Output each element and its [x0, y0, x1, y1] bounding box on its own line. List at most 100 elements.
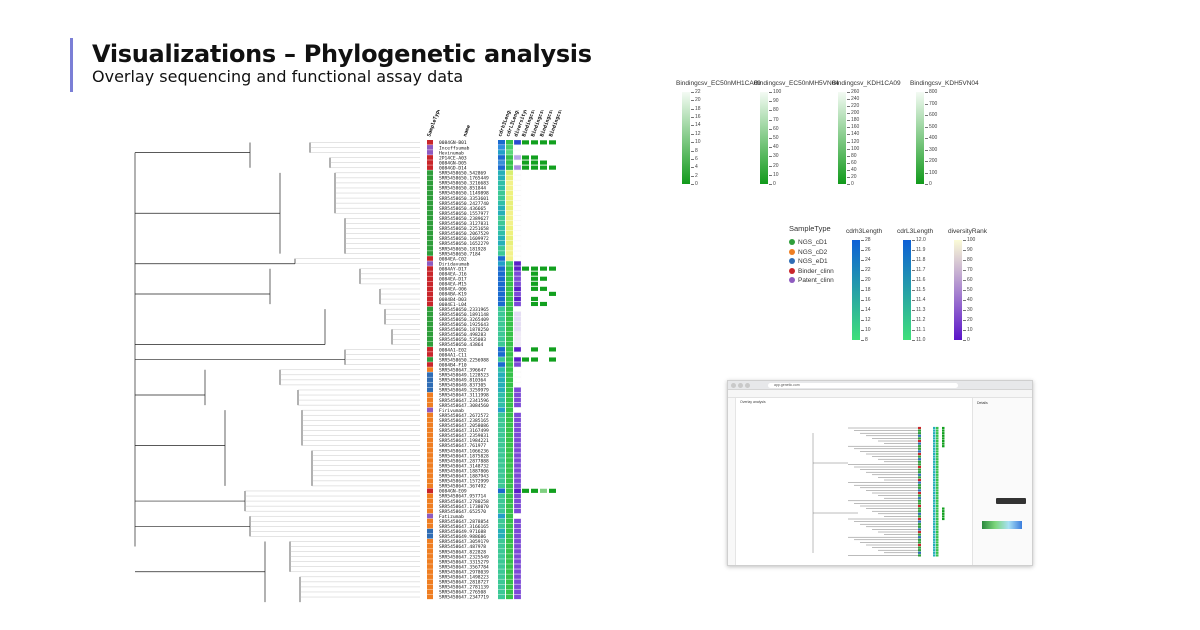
leaf-name[interactable]: SRR5458650.2067529 — [439, 231, 489, 237]
leaf-name[interactable]: SRR5458650.3265409 — [439, 317, 489, 323]
leaf-name[interactable]: 0084GN-B01 — [439, 140, 467, 146]
legend-item[interactable]: NGS_eD1 — [789, 258, 828, 265]
leaf-name[interactable]: SRR5458647.1875828 — [439, 453, 489, 459]
leaf-name[interactable]: SRR5458647.2058086 — [439, 423, 489, 429]
leaf-name[interactable]: 0084A1-C11 — [439, 352, 467, 358]
leaf-name[interactable]: SRR5458647.1738070 — [439, 504, 489, 510]
leaf-name[interactable]: 0084EA-C02 — [439, 256, 467, 262]
leaf-name[interactable]: 2P14CE-A03 — [439, 155, 467, 161]
leaf-name[interactable]: SRR5458650.3216683 — [439, 181, 489, 187]
leaf-name[interactable]: SRR5458647.1572999 — [439, 479, 489, 485]
leaf-name[interactable]: SRR5458650.542869 — [439, 171, 486, 177]
leaf-name[interactable]: SRR5458647.3148732 — [439, 463, 489, 469]
leaf-name[interactable]: SRR5458647.3567784 — [439, 564, 489, 570]
leaf-name[interactable]: SRR5458650.1557977 — [439, 211, 489, 217]
leaf-name[interactable]: SRR5458647.3084560 — [439, 403, 489, 409]
leaf-name[interactable]: SRR5458647.367492 — [439, 484, 486, 490]
legend-item[interactable]: Binder_clinn — [789, 267, 834, 275]
leaf-name[interactable]: SRR5458647.2781139 — [439, 585, 489, 591]
diversity-rank-cell — [513, 594, 522, 600]
leaf-name[interactable]: SRR5458647.1984221 — [439, 438, 489, 444]
leaf-name[interactable]: SRR5458647.2878854 — [439, 519, 489, 525]
leaf-name[interactable]: SRR5458650.7184 — [439, 251, 481, 257]
leaf-name[interactable]: SRR5458647.652570 — [439, 509, 486, 515]
leaf-name[interactable]: SRR5458647.3166165 — [439, 524, 489, 530]
leaf-name[interactable]: SRR5458647.2818727 — [439, 580, 489, 586]
leaf-name[interactable]: SRR5458650.2389627 — [439, 216, 489, 222]
leaf-name[interactable]: 0084GN-E09 — [439, 489, 467, 495]
leaf-name[interactable]: SRR5458647.3059179 — [439, 539, 489, 545]
leaf-name[interactable]: SRR5458647.761977 — [439, 443, 486, 449]
leaf-name[interactable]: SRR5458647.2347719 — [439, 595, 489, 601]
leaf-name[interactable]: SRR5458647.2672572 — [439, 413, 489, 419]
leaf-name[interactable]: Diridavumab — [439, 261, 470, 267]
leaf-name[interactable]: SRR5458650.181928 — [439, 246, 486, 252]
leaf-name[interactable]: 0084GD-D14 — [439, 165, 467, 171]
leaf-name[interactable]: SRR5458650.2427740 — [439, 201, 489, 207]
leaf-name[interactable]: SRR5458647.957714 — [439, 494, 486, 500]
colorbar-tick: 12 — [861, 317, 871, 323]
leaf-name[interactable]: SRR5458650.43864 — [439, 342, 483, 348]
leaf-name[interactable]: 0084A1-E02 — [439, 347, 467, 353]
leaf-name[interactable]: 0084GN-D05 — [439, 160, 467, 166]
leaf-name[interactable]: SRR5458647.396647 — [439, 367, 486, 373]
leaf-name[interactable]: SRR5458650.2331965 — [439, 307, 489, 313]
legend-item[interactable]: NGS_cD1 — [789, 239, 827, 246]
leaf-name[interactable]: SRR5458647.3315279 — [439, 559, 489, 565]
leaf-name[interactable]: SRR5458647.2341596 — [439, 398, 489, 404]
leaf-name[interactable]: SRR5458650.1878250 — [439, 327, 489, 333]
legend-item[interactable]: NGS_cD2 — [789, 248, 827, 256]
leaf-name[interactable]: 0084B4-D03 — [439, 297, 467, 303]
leaf-name[interactable]: SRR5458647.2978039 — [439, 569, 489, 575]
leaf-name[interactable]: SRR5458647.1066236 — [439, 448, 489, 454]
leaf-name[interactable]: SRR5458647.3111998 — [439, 393, 489, 399]
leaf-name[interactable]: 0084BA-K19 — [439, 292, 467, 298]
leaf-name[interactable]: SRR5458650.2256988 — [439, 357, 489, 363]
leaf-name[interactable]: 0084E1-L04 — [439, 302, 467, 308]
leaf-name[interactable]: SRR5458647.487978 — [439, 544, 486, 550]
leaf-name[interactable]: SRR5458650.1652279 — [439, 241, 489, 247]
leaf-name[interactable]: SRR5458650.1891148 — [439, 312, 489, 318]
leaf-name[interactable]: 0084EA-J16 — [439, 272, 467, 278]
leaf-name[interactable]: SRR5458647.1887943 — [439, 474, 489, 480]
leaf-name[interactable]: 0084EA-M15 — [439, 282, 467, 288]
leaf-name[interactable]: SRR5458649.1228523 — [439, 373, 489, 379]
leaf-name[interactable]: SRR5458650.1765449 — [439, 176, 489, 182]
leaf-name[interactable]: SRR5458647.2385165 — [439, 418, 489, 424]
leaf-name[interactable]: SRR5458650.3353601 — [439, 196, 489, 202]
leaf-name[interactable]: SRR5458650.1149898 — [439, 191, 489, 197]
leaf-name[interactable]: SRR5458649.971688 — [439, 529, 486, 535]
leaf-name[interactable]: SRR5458647.1887806 — [439, 468, 489, 474]
leaf-name[interactable]: SRR5458647.2325549 — [439, 554, 489, 560]
leaf-name[interactable]: 0084B4-F10 — [439, 362, 467, 368]
leaf-name[interactable]: 0084EA-D17 — [439, 277, 467, 283]
leaf-name[interactable]: SRR5458647.276508 — [439, 590, 486, 596]
leaf-name[interactable]: SRR5458647.2780258 — [439, 499, 489, 505]
leaf-name[interactable]: SRR5458650.535083 — [439, 337, 486, 343]
leaf-name[interactable]: SRR5458649.988686 — [439, 534, 486, 540]
leaf-name[interactable]: SRR5458647.1498223 — [439, 575, 489, 581]
leaf-name[interactable]: 0084EA-O06 — [439, 287, 467, 293]
leaf-name[interactable]: SRR5458647.2877888 — [439, 458, 489, 464]
leaf-name[interactable]: SRR5458650.3127831 — [439, 221, 489, 227]
leaf-name[interactable]: Firivumab — [439, 408, 464, 414]
leaf-name[interactable]: SRR5458650.2251658 — [439, 226, 489, 232]
leaf-name[interactable]: 0084AY-D17 — [439, 266, 467, 272]
leaf-name[interactable]: Hevinumab — [439, 150, 464, 156]
leaf-name[interactable]: SRR5458650.851844 — [439, 186, 486, 192]
leaf-name[interactable]: Inceffsumab — [439, 145, 470, 151]
leaf-name[interactable]: SRR5458647.3167499 — [439, 428, 489, 434]
leaf-name[interactable]: SRR5458649.837305 — [439, 383, 486, 389]
leaf-name[interactable]: SRR5458647.822828 — [439, 549, 486, 555]
leaf-name[interactable]: Fatizumab — [439, 514, 464, 520]
leaf-name[interactable]: SRR5458649.3259979 — [439, 388, 489, 394]
leaf-name[interactable]: SRR5458647.2359831 — [439, 433, 489, 439]
sample-type-cell — [427, 291, 433, 297]
leaf-name[interactable]: SRR5458650.1609972 — [439, 236, 489, 242]
leaf-name[interactable]: SRR5458650.498283 — [439, 332, 486, 338]
leaf-name[interactable]: SRR5458650.1925643 — [439, 322, 489, 328]
leaf-name[interactable]: SRR5458649.810364 — [439, 378, 486, 384]
leaf-name[interactable]: SRR5458650.436665 — [439, 206, 486, 212]
legend-item[interactable]: Patent_clinn — [789, 277, 834, 284]
